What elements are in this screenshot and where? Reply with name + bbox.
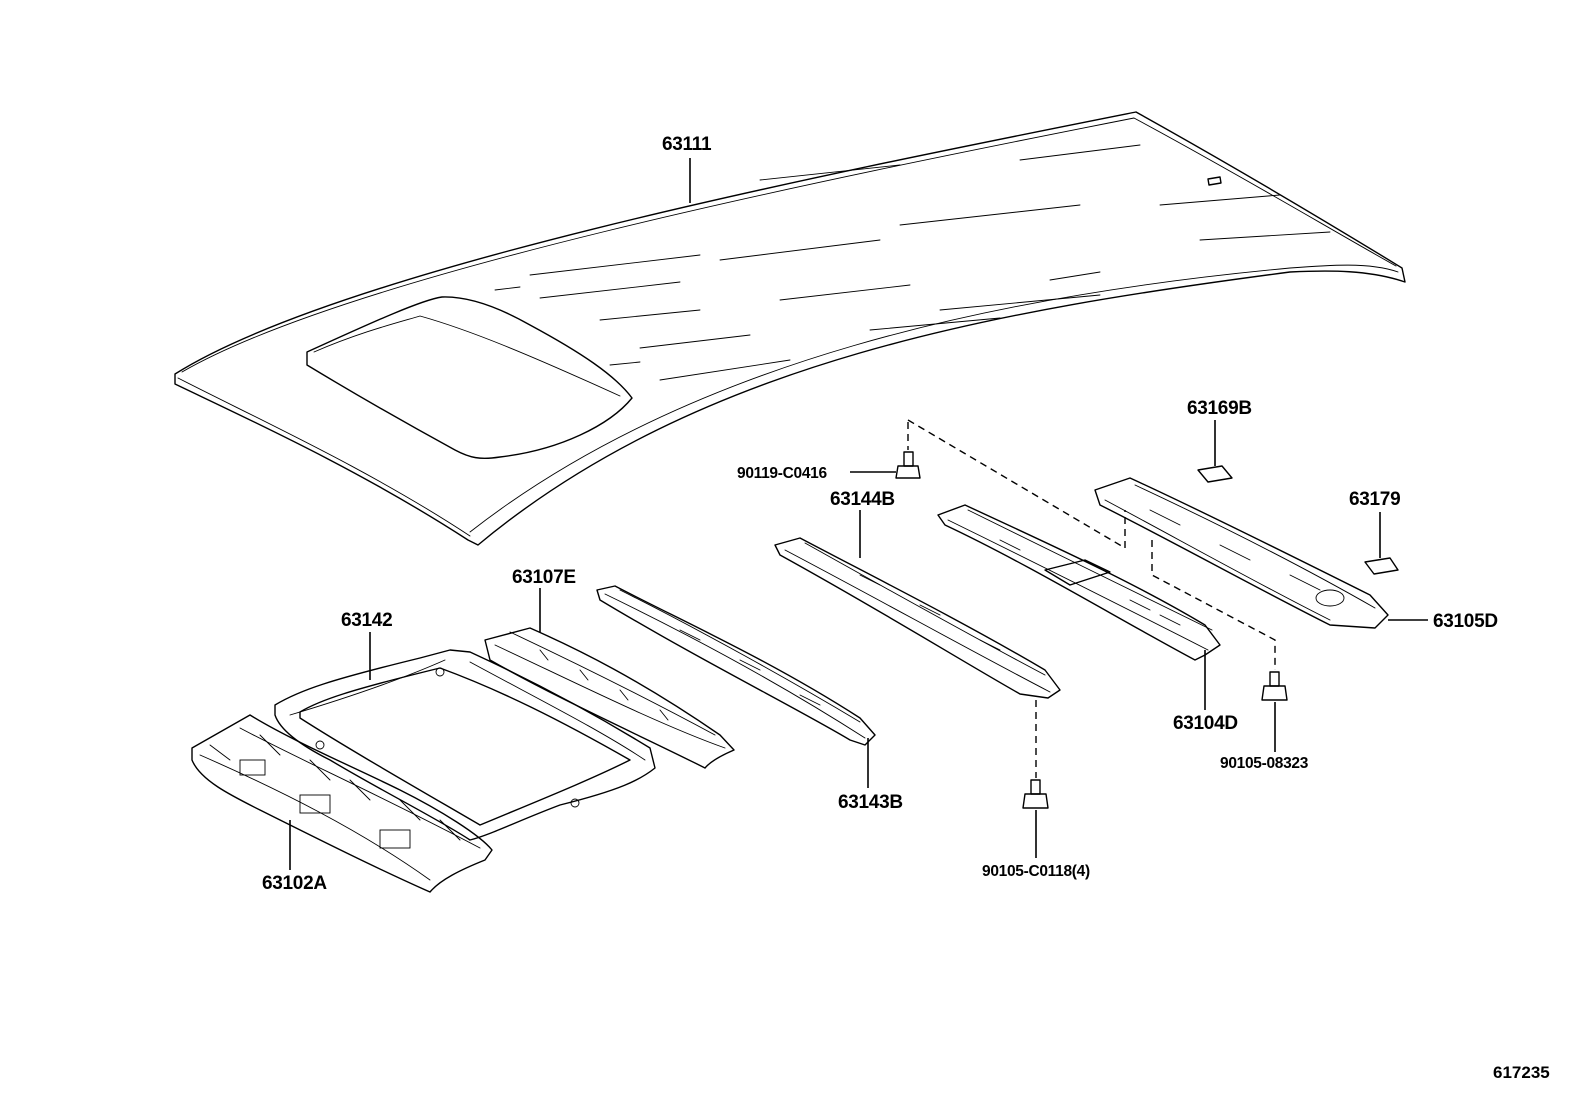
alignment-line <box>1151 540 1276 670</box>
roof-bow-center-2[interactable] <box>774 537 1061 699</box>
label-roof-bow-rear: 63104D <box>1173 713 1238 734</box>
bolt-c-icon[interactable] <box>1261 671 1288 701</box>
bolt-b-icon[interactable] <box>1022 779 1049 809</box>
roof-bow-front[interactable] <box>484 627 735 769</box>
label-roof-bow-center-2: 63144B <box>830 489 895 510</box>
label-pad-b: 63179 <box>1349 489 1400 510</box>
label-roof-bow-center: 63143B <box>838 792 903 813</box>
label-sunroof-reinforcement: 63142 <box>341 610 392 631</box>
label-roof-bow-front: 63107E <box>512 567 576 588</box>
label-bolt-b: 90105-C0118(4) <box>982 863 1090 880</box>
label-rear-header: 63105D <box>1433 611 1498 632</box>
rear-header[interactable] <box>1094 477 1389 629</box>
label-pad-a: 63169B <box>1187 398 1252 419</box>
roof-bow-rear[interactable] <box>937 504 1221 661</box>
pad-b-part[interactable] <box>1364 557 1399 575</box>
label-front-header: 63102A <box>262 873 327 894</box>
label-roof-panel: 63111 <box>662 134 712 155</box>
roof-bow-center[interactable] <box>596 585 876 746</box>
label-bolt-a: 90119-C0416 <box>737 465 827 482</box>
front-header[interactable] <box>191 714 493 893</box>
label-bolt-c: 90105-08323 <box>1220 755 1309 772</box>
sunroof-reinforcement[interactable] <box>274 649 656 841</box>
bolt-a-icon[interactable] <box>895 451 921 479</box>
roof-panel[interactable] <box>174 111 1406 546</box>
alignment-line <box>907 419 1126 549</box>
figure-id: 617235 <box>1493 1063 1550 1082</box>
pad-a-part[interactable] <box>1197 465 1233 483</box>
